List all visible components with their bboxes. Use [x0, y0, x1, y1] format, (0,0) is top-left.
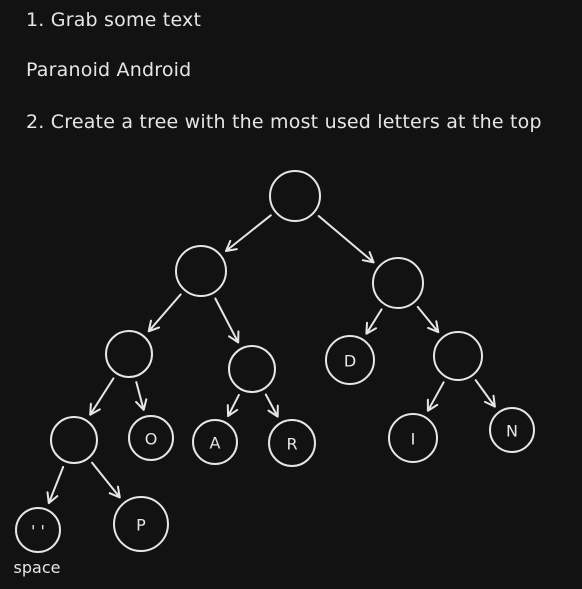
- tree-node-circle: [113, 496, 169, 552]
- tree-node-label: I: [411, 430, 416, 449]
- tree-node-circle: [433, 331, 483, 381]
- example-text: Paranoid Android: [26, 59, 192, 81]
- tree-edges: [46, 214, 496, 505]
- tree-node-circle: [105, 330, 153, 378]
- tree-node-n3: [105, 330, 153, 378]
- tree-node-circle: [50, 416, 98, 464]
- tree-node-p: P: [113, 496, 169, 552]
- tree-node-space: ' ': [15, 507, 61, 553]
- tree-node-label: ' ': [31, 522, 45, 541]
- tree-node-root: [269, 170, 321, 222]
- tree-edge-n2-n6: [416, 305, 440, 334]
- tree-edge-n6-n: [474, 379, 496, 408]
- step-1-text: 1. Grab some text: [26, 9, 202, 31]
- tree-edge-n1-n3: [147, 293, 182, 333]
- tree-node-n2: [372, 257, 424, 309]
- tree-edge-n3-n7: [89, 377, 115, 416]
- tree-node-label: O: [145, 430, 158, 449]
- tree-node-i: I: [388, 413, 438, 463]
- tree-node-circle: [372, 257, 424, 309]
- tree-edge-n6-i: [426, 381, 445, 412]
- tree-node-circle: [388, 413, 438, 463]
- tree-node-circle: [489, 407, 535, 453]
- tree-nodes: D O A R I N ' ' P: [15, 170, 535, 553]
- tree-node-label: D: [344, 352, 356, 371]
- tree-node-o: O: [128, 415, 174, 461]
- tree-edge-n4-a: [226, 393, 240, 418]
- tree-node-circle: [325, 335, 375, 385]
- tree-edge-n2-d: [365, 308, 383, 335]
- tree-node-r: R: [268, 419, 316, 467]
- tree-node-label: P: [136, 516, 146, 535]
- space-caption: space: [14, 558, 61, 577]
- tree-node-circle: [15, 507, 61, 553]
- tree-node-circle: [128, 415, 174, 461]
- tree-node-n7: [50, 416, 98, 464]
- tree-edge-n1-n4: [214, 297, 240, 344]
- tree-node-n4: [228, 345, 276, 393]
- step-2-text: 2. Create a tree with the most used lett…: [26, 111, 542, 133]
- tree-node-label: R: [286, 435, 297, 454]
- tree-node-n1: [175, 245, 227, 297]
- tree-node-d: D: [325, 335, 375, 385]
- tree-node-circle: [269, 170, 321, 222]
- tree-node-n6: [433, 331, 483, 381]
- tree-node-label: N: [506, 422, 518, 441]
- tree-node-label: A: [210, 434, 221, 453]
- tree-node-circle: [192, 419, 238, 465]
- tree-edge-root-n2: [317, 215, 375, 264]
- tree-edge-n3-o: [135, 381, 148, 411]
- tree-node-circle: [175, 245, 227, 297]
- tree-edge-root-n1: [225, 214, 272, 252]
- tree-edge-n4-r: [264, 393, 279, 418]
- tree-node-circle: [228, 345, 276, 393]
- tree-node-a: A: [192, 419, 238, 465]
- tree-node-circle: [268, 419, 316, 467]
- tree-edge-n7-p: [91, 461, 121, 499]
- tree-edge-n7-space: [46, 465, 65, 505]
- tree-node-n: N: [489, 407, 535, 453]
